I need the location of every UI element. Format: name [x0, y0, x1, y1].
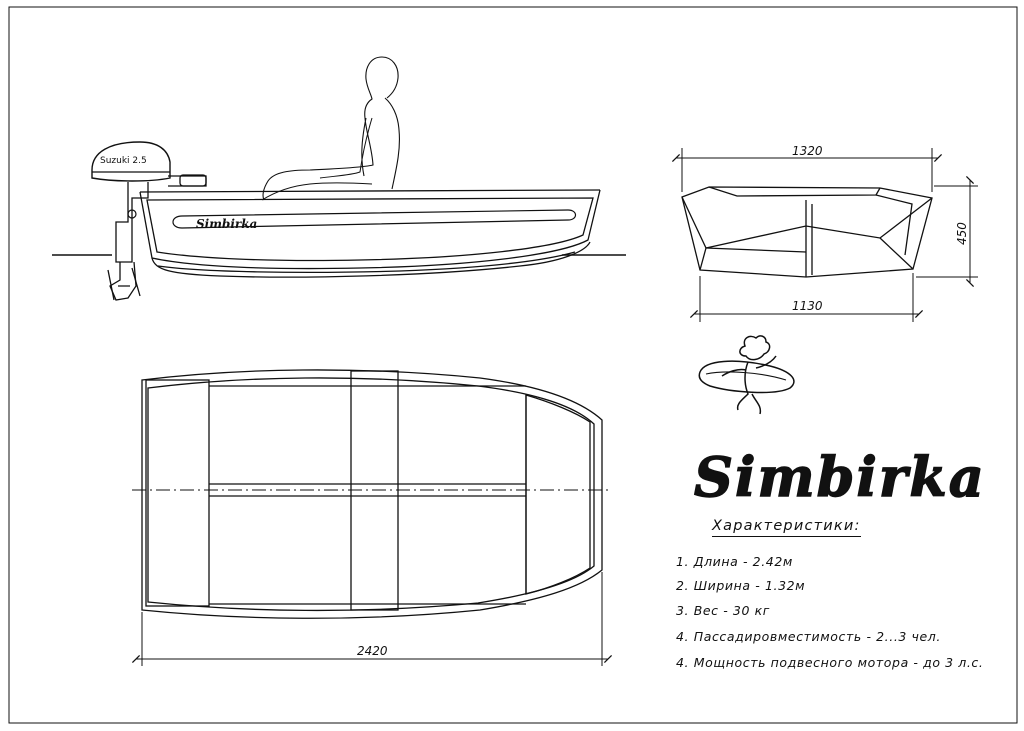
brand-name: Simbirka: [694, 445, 986, 509]
hull-logo-strip: [172, 209, 577, 229]
person-silhouette: [262, 56, 400, 201]
dim-bottom-width-label: 1130: [792, 299, 823, 313]
hull-keel-2: [157, 251, 576, 274]
spec-item-weight: 3. Вес - 30 кг: [676, 603, 770, 618]
motor-propeller: [107, 267, 141, 301]
dim-top-width: [671, 148, 943, 192]
plan-view: [141, 369, 603, 619]
hull-sheer: [139, 189, 601, 193]
surfboard-icon: [698, 360, 795, 394]
plan-hull-outer: [141, 369, 603, 619]
specifications-title: Характеристики:: [712, 516, 861, 537]
section-inner-2: [708, 186, 881, 197]
surfer-logo: [698, 335, 795, 415]
section-side-left: [699, 247, 707, 271]
hull-keel: [151, 241, 591, 278]
spec-item-width: 2. Ширина - 1.32м: [676, 578, 806, 593]
dim-height: [916, 175, 978, 288]
cross-section-view: [681, 186, 933, 278]
side-view: [52, 56, 626, 301]
section-side-right: [875, 194, 914, 270]
surfer-figure-icon: [721, 335, 777, 415]
plan-bow-seat: [525, 394, 591, 595]
person-arm: [319, 117, 373, 179]
hull-inner: [146, 197, 594, 262]
person-leg: [261, 182, 373, 201]
spec-item-length: 1. Длина - 2.42м: [676, 554, 793, 569]
section-outer: [681, 186, 933, 278]
motor-label: Suzuki 2.5: [100, 156, 147, 166]
drawing-frame: [8, 6, 1018, 724]
hull-logo: Simbirka: [196, 217, 257, 231]
section-bottom-edge: [705, 247, 807, 253]
hull-outline: [139, 189, 601, 270]
dim-length-label: 2420: [357, 644, 388, 658]
motor-cowling: [91, 141, 171, 182]
spec-item-motor-power: 4. Мощность подвесного мотора - до 3 л.с…: [676, 655, 984, 670]
motor-clamp: [115, 182, 149, 263]
motor-grip: [179, 174, 207, 187]
plan-transom-seat: [145, 379, 210, 607]
motor-tiller: [168, 175, 207, 187]
dim-top-width-label: 1320: [792, 144, 823, 158]
dim-bottom-width: [689, 273, 924, 322]
motor-clamp-knob: [127, 209, 137, 219]
motor-shaft: [109, 261, 137, 301]
plan-hull-inner: [147, 377, 595, 612]
plan-middle-seat: [350, 370, 399, 611]
section-inner: [681, 196, 933, 249]
spec-item-capacity: 4. Пассадировместимость - 2...3 чел.: [676, 629, 941, 644]
dim-length: [131, 572, 613, 666]
dim-height-label: 450: [955, 222, 969, 245]
